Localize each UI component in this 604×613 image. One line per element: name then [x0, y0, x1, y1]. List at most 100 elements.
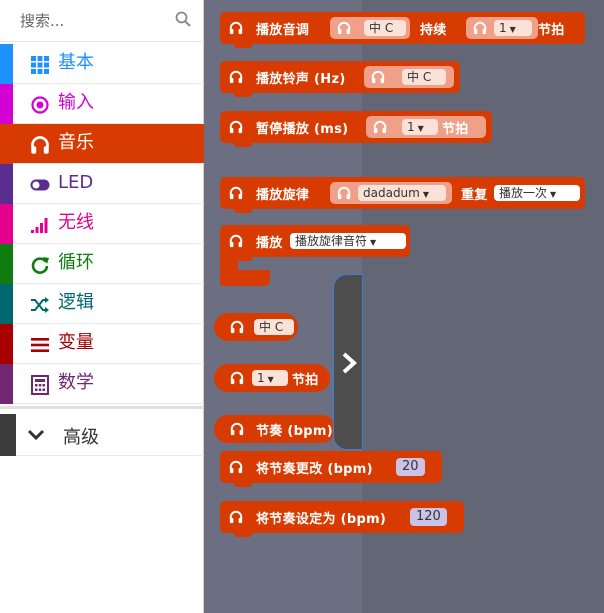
signal-bars-icon	[31, 218, 48, 233]
melody-dropdown[interactable]: dadadum▼	[358, 185, 446, 201]
headphones-icon	[371, 70, 385, 84]
note-value-block[interactable]: 中 C	[214, 313, 298, 341]
toolbox: 搜索... 基本 输入 音乐	[0, 0, 204, 613]
category-input[interactable]: 输入	[0, 84, 204, 124]
repeat-dropdown[interactable]: 播放一次▼	[494, 185, 580, 201]
melody-reporter[interactable]: dadadum▼	[330, 182, 452, 204]
category-label: 变量	[58, 332, 94, 353]
category-color-bar	[0, 84, 13, 124]
change-tempo-block[interactable]: 将节奏更改 (bpm) 20	[220, 451, 442, 487]
category-led[interactable]: LED	[0, 164, 204, 204]
note-reporter[interactable]: 中 C	[364, 66, 454, 88]
shuffle-icon	[31, 297, 49, 313]
category-color-bar	[0, 164, 13, 204]
category-advanced[interactable]: 高级	[0, 414, 204, 456]
dropdown-arrow-icon: ▼	[422, 190, 430, 199]
category-color-bar	[0, 414, 16, 456]
headphones-icon	[229, 510, 243, 524]
calculator-icon	[31, 375, 49, 395]
headphones-icon	[229, 460, 243, 474]
category-radio[interactable]: 无线	[0, 204, 204, 244]
block-label: 暂停播放 (ms)	[256, 122, 349, 137]
block-label: 播放铃声 (Hz)	[256, 72, 346, 87]
block-label: 节拍	[442, 122, 469, 137]
ring-tone-block[interactable]: 播放铃声 (Hz) 中 C	[220, 61, 460, 97]
category-variables[interactable]: 变量	[0, 324, 204, 364]
headphones-icon	[373, 120, 387, 134]
refresh-icon	[31, 257, 49, 274]
block-label: 播放旋律	[256, 188, 310, 203]
play-melody-block[interactable]: 播放旋律 dadadum▼ 重复 播放一次▼	[220, 177, 585, 213]
category-color-bar	[0, 364, 13, 404]
list-lines-icon	[31, 338, 49, 352]
headphones-icon	[337, 186, 351, 200]
beat-dropdown[interactable]: 1▼	[402, 119, 438, 135]
category-label: 无线	[58, 212, 94, 233]
headphones-icon	[30, 135, 50, 155]
tempo-change-input[interactable]: 20	[396, 458, 425, 476]
beat-dropdown[interactable]: 1▼	[252, 370, 288, 386]
category-label: 高级	[63, 427, 99, 448]
category-logic[interactable]: 逻辑	[0, 284, 204, 324]
category-label: 音乐	[58, 132, 94, 153]
headphones-icon	[473, 21, 487, 35]
flyout-collapse-handle[interactable]	[333, 274, 363, 450]
note-reporter[interactable]: 中 C	[330, 17, 410, 39]
category-label: 基本	[58, 52, 94, 73]
toolbox-divider	[0, 406, 204, 409]
headphones-icon	[229, 234, 243, 248]
play-block-c-bottom	[220, 270, 270, 286]
category-color-bar	[0, 204, 13, 244]
block-label: 播放	[256, 236, 283, 251]
block-label: 将节奏更改 (bpm)	[256, 462, 373, 477]
search-icon[interactable]	[175, 11, 191, 27]
dropdown-arrow-icon: ▼	[267, 375, 274, 384]
headphones-icon	[230, 371, 244, 385]
category-label: 循环	[58, 252, 94, 273]
category-label: 数学	[58, 372, 94, 393]
category-color-bar	[0, 324, 13, 364]
block-label: 节奏 (bpm)	[256, 424, 333, 439]
dropdown-arrow-icon: ▼	[509, 25, 516, 34]
headphones-icon	[229, 70, 243, 84]
note-dropdown[interactable]: 中 C	[254, 319, 294, 335]
grid-icon	[31, 56, 49, 74]
block-label: 将节奏设定为 (bpm)	[256, 512, 387, 527]
headphones-icon	[229, 120, 243, 134]
category-color-bar	[0, 124, 13, 164]
note-dropdown[interactable]: 中 C	[402, 69, 446, 85]
headphones-icon	[229, 21, 243, 35]
input-circle-icon	[31, 96, 49, 114]
category-color-bar	[0, 44, 13, 84]
dropdown-arrow-icon: ▼	[370, 238, 377, 247]
rest-block[interactable]: 暂停播放 (ms) 1▼ 节拍	[220, 111, 492, 147]
category-basic[interactable]: 基本	[0, 44, 204, 84]
category-math[interactable]: 数学	[0, 364, 204, 404]
category-label: 逻辑	[58, 292, 94, 313]
category-music[interactable]: 音乐	[0, 124, 204, 164]
category-label: LED	[58, 172, 94, 193]
play-mode-dropdown[interactable]: 播放旋律音符▼	[290, 233, 406, 249]
tempo-set-input[interactable]: 120	[410, 508, 447, 526]
play-block[interactable]: 播放 播放旋律音符▼	[220, 225, 410, 261]
beat-value-block[interactable]: 1▼ 节拍	[214, 364, 330, 392]
headphones-icon	[337, 21, 351, 35]
category-label: 输入	[58, 92, 94, 113]
headphones-icon	[230, 320, 244, 334]
dropdown-arrow-icon: ▼	[417, 124, 424, 133]
chevron-right-icon	[342, 352, 357, 374]
search-input[interactable]: 搜索...	[20, 12, 65, 30]
category-loops[interactable]: 循环	[0, 244, 204, 284]
search-box[interactable]: 搜索...	[0, 0, 204, 42]
category-color-bar	[0, 284, 13, 324]
beat-dropdown[interactable]: 1▼	[494, 20, 532, 36]
block-label: 播放音调	[256, 23, 310, 38]
note-dropdown[interactable]: 中 C	[364, 20, 406, 36]
set-tempo-block[interactable]: 将节奏设定为 (bpm) 120	[220, 501, 464, 537]
block-label: 节拍	[538, 23, 565, 38]
play-tone-block[interactable]: 播放音调 中 C 持续 1▼ 节拍	[220, 12, 585, 48]
category-color-bar	[0, 244, 13, 284]
tempo-reporter-block[interactable]: 节奏 (bpm)	[214, 415, 336, 443]
beat-reporter[interactable]: 1▼ 节拍	[366, 116, 486, 138]
beat-reporter[interactable]: 1▼	[466, 17, 538, 39]
